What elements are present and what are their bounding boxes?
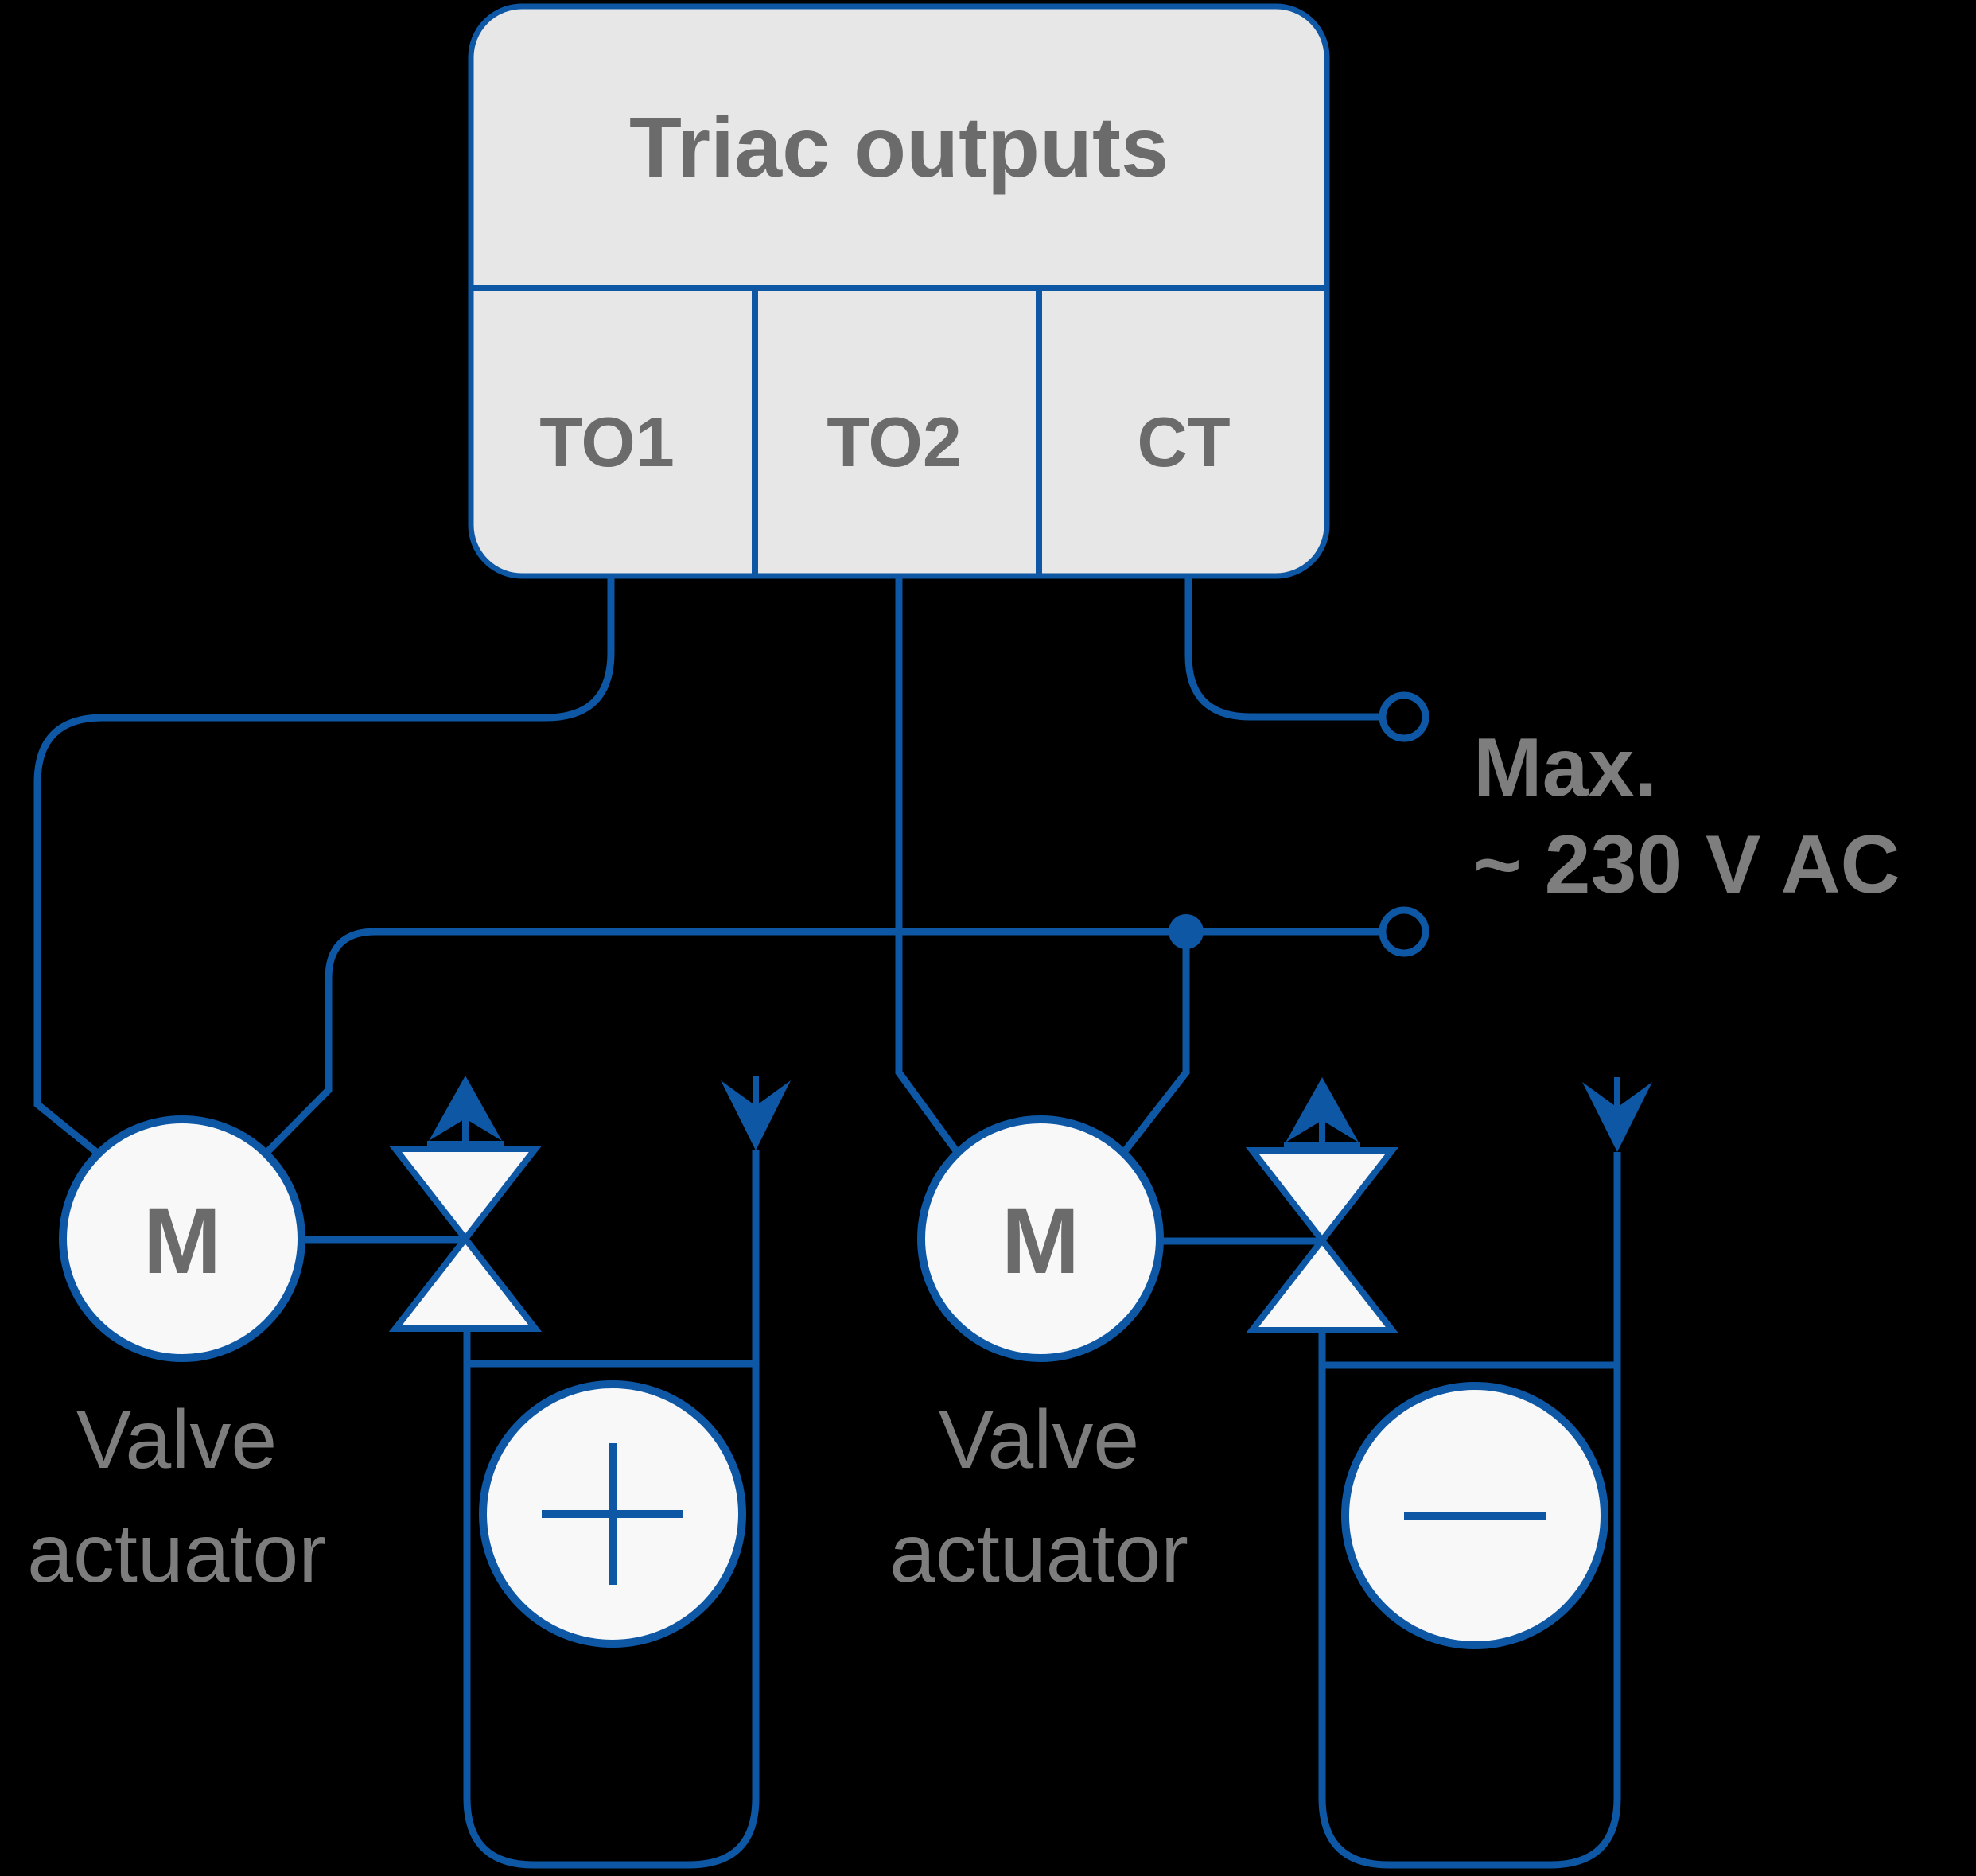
radiator-loop-2: [1318, 1077, 1652, 1869]
loop-pipe-1: [463, 1150, 760, 1869]
motor-icon: [917, 1115, 1164, 1362]
actuator-label-1-line1: Valve: [76, 1394, 277, 1486]
motor-label-2: M: [1002, 1189, 1079, 1294]
terminal-ring-icon: [1379, 906, 1429, 957]
wire-to2: [895, 576, 963, 1158]
terminal-ring-icon: [1379, 691, 1429, 742]
terminal-label-ct: CT: [1137, 403, 1230, 481]
down-arrow-icon: [721, 1076, 791, 1150]
actuator-label-1-line2: actuator: [27, 1508, 326, 1600]
terminal-label-to1: TO1: [539, 403, 675, 481]
up-arrow-icon: [1284, 1077, 1360, 1152]
voltage-note: Max. ~ 230 V AC: [1473, 722, 1900, 911]
wire-ct: [1184, 576, 1382, 721]
valve-actuator-2: M Valve actuator: [889, 1077, 1399, 1600]
wire-to1: [33, 576, 615, 1158]
terminal-label-to2: TO2: [827, 403, 962, 481]
voltage-note-line2: ~ 230 V AC: [1473, 819, 1900, 911]
motor-label-1: M: [143, 1189, 221, 1294]
actuator-label-2-line1: Valve: [939, 1394, 1139, 1486]
junction-dot-icon: [1169, 914, 1204, 949]
wire-junction-branch: [1118, 948, 1190, 1158]
radiator-loop-1: [463, 1076, 791, 1869]
actuator-label-2-line2: actuator: [889, 1508, 1188, 1600]
voltage-note-line1: Max.: [1473, 722, 1657, 814]
controller-box: Triac outputs TO1 TO2 CT: [468, 3, 1330, 579]
valve-actuator-1: M Valve actuator: [27, 1076, 543, 1600]
down-arrow-icon: [1582, 1077, 1652, 1152]
plus-icon: [542, 1443, 683, 1585]
controller-title: Triac outputs: [629, 99, 1169, 195]
up-arrow-icon: [427, 1076, 504, 1150]
wire-common: [261, 928, 1382, 1158]
motor-icon: [59, 1115, 305, 1362]
wires: [33, 576, 1429, 1158]
loop-pipe-2: [1318, 1152, 1621, 1869]
